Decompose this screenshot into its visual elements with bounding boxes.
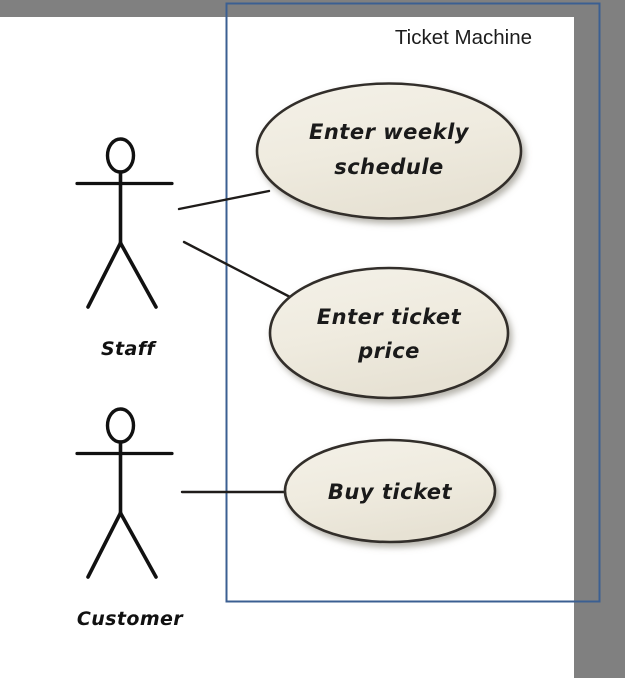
system-boundary-title: Ticket Machine xyxy=(395,26,532,49)
use-case-label-line1: Enter ticket xyxy=(317,305,462,329)
actor-leg-left xyxy=(86,241,123,309)
actor-label: Staff xyxy=(101,338,157,360)
use-case-enter-weekly-schedule[interactable]: Enter weekly schedule xyxy=(255,82,523,220)
use-case-enter-ticket-price[interactable]: Enter ticket price xyxy=(268,266,510,400)
actor-staff[interactable]: Staff xyxy=(75,137,174,360)
actor-customer[interactable]: Customer xyxy=(75,407,184,630)
actor-leg-right xyxy=(118,511,158,579)
use-case-ellipse xyxy=(283,438,497,544)
use-case-label-line1: Enter weekly xyxy=(309,120,470,144)
actor-label: Customer xyxy=(77,608,184,630)
use-case-buy-ticket[interactable]: Buy ticket xyxy=(283,438,497,544)
actor-leg-right xyxy=(118,241,158,309)
use-case-label-line1: Buy ticket xyxy=(328,480,453,504)
association-staff-to-enter-ticket-price[interactable] xyxy=(182,240,294,300)
association-staff-to-enter-weekly-schedule[interactable] xyxy=(177,189,271,211)
use-case-ellipse xyxy=(268,266,510,400)
stick-figure-actor-icon xyxy=(75,407,174,579)
system-boundary-box[interactable] xyxy=(225,2,601,603)
actor-head xyxy=(105,137,136,174)
use-case-label-line2: schedule xyxy=(334,155,444,179)
use-case-label-line2: price xyxy=(357,339,420,363)
actor-leg-left xyxy=(86,511,123,579)
actor-head xyxy=(105,407,136,444)
use-case-ellipse xyxy=(255,82,523,220)
stick-figure-actor-icon xyxy=(75,137,174,309)
